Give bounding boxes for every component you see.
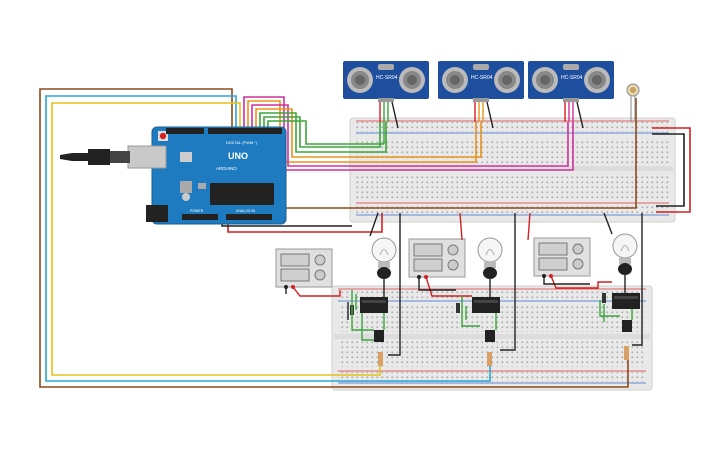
ultrasonic-sensor-2: HC-SR04 xyxy=(438,61,524,102)
arduino-uno: UNO ARDUINO DIGITAL (PWM~) POWER ANALOG … xyxy=(60,126,287,225)
resistor-2 xyxy=(487,352,492,366)
diode-2 xyxy=(456,303,460,313)
local-wires xyxy=(285,212,643,356)
lightbulb-3 xyxy=(612,233,638,275)
reset-button xyxy=(159,132,167,140)
photoresistor xyxy=(626,83,640,122)
usb-port xyxy=(127,145,167,169)
ultrasonic-sensor-1: HC-SR04 xyxy=(343,61,429,102)
resistor-1 xyxy=(378,352,383,366)
transistor-3 xyxy=(622,320,632,332)
transistor-1 xyxy=(374,330,384,342)
ultrasonic-sensor-3: HC-SR04 xyxy=(528,61,614,102)
digital-header xyxy=(208,128,282,134)
sensor-leg-wires xyxy=(379,101,584,144)
diode-3 xyxy=(602,293,606,303)
resistor-3 xyxy=(624,346,629,360)
lightbulb-2 xyxy=(477,237,503,279)
analog-header xyxy=(226,214,272,220)
sensor-2-label: HC-SR04 xyxy=(471,75,493,81)
relay-1 xyxy=(360,297,388,313)
arduino-power-label: POWER xyxy=(190,209,204,213)
sensor-3-label: HC-SR04 xyxy=(561,75,583,81)
power-jack xyxy=(146,205,168,222)
power-supply-1 xyxy=(275,248,333,289)
lightbulb-1 xyxy=(371,237,397,279)
transistor-2 xyxy=(485,330,495,342)
sensor-1-label: HC-SR04 xyxy=(376,75,398,81)
power-header xyxy=(182,214,218,220)
relay-2 xyxy=(472,297,500,313)
atmega-chip xyxy=(210,183,274,205)
arduino-analog-label: ANALOG IN xyxy=(236,209,256,213)
power-supply-3 xyxy=(533,237,591,278)
relay-3 xyxy=(612,293,640,309)
arduino-brand-label: ARDUINO xyxy=(216,166,237,171)
power-supply-2 xyxy=(408,238,466,279)
breadboard-top xyxy=(349,117,676,223)
arduino-model-label: UNO xyxy=(228,151,248,161)
arduino-digital-label: DIGITAL (PWM~) xyxy=(226,140,258,145)
usb-plug xyxy=(108,151,130,163)
